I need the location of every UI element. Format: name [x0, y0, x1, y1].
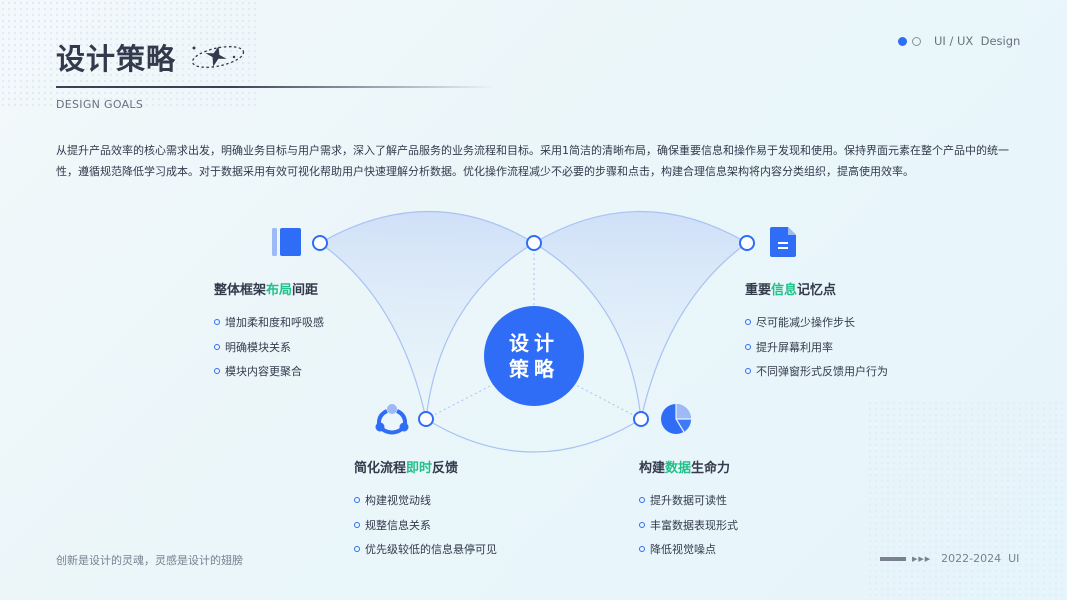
- node: [739, 235, 755, 251]
- node: [633, 411, 649, 427]
- pie-chart-icon: [661, 404, 692, 434]
- node: [312, 235, 328, 251]
- list-item: 提升数据可读性: [639, 488, 738, 513]
- strategy-block-layout: 整体框架布局间距 增加柔和度和呼吸感明确模块关系模块内容更聚合: [214, 279, 324, 384]
- footer-bar: [880, 556, 906, 561]
- block-title: 简化流程即时反馈: [354, 461, 459, 476]
- footer-right: ▶▶▶ 2022-2024 UI: [880, 552, 1019, 565]
- dot-outline-icon: [912, 36, 921, 46]
- header-tag: UI / UX Design: [898, 34, 1020, 48]
- block-title: 构建数据生命力: [639, 461, 731, 476]
- arrows-icon: ▶▶▶: [912, 554, 932, 563]
- block-title: 整体框架布局间距: [214, 283, 319, 298]
- page-title: 设计策略: [56, 42, 177, 76]
- list-item: 尽可能减少操作步长: [745, 310, 888, 335]
- center-text: 策略: [509, 357, 559, 381]
- footer-year: 2022-2024 UI: [941, 552, 1020, 565]
- intro-paragraph: 从提升产品效率的核心需求出发，明确业务目标与用户需求，深入了解产品服务的业务流程…: [56, 144, 1009, 178]
- node: [418, 411, 434, 427]
- list-item: 提升屏幕利用率: [745, 335, 888, 360]
- title-divider: [56, 86, 496, 88]
- block-title: 重要信息记忆点: [745, 283, 837, 298]
- list-item: 模块内容更聚合: [214, 359, 324, 384]
- sparkle-icon: [191, 46, 245, 68]
- list-item: 不同弹窗形式反馈用户行为: [745, 359, 888, 384]
- center-circle: 设计策略: [484, 306, 584, 406]
- footer-slogan: 创新是设计的灵魂，灵感是设计的翅膀: [56, 554, 243, 567]
- strategy-block-info: 重要信息记忆点 尽可能减少操作步长提升屏幕利用率不同弹窗形式反馈用户行为: [745, 279, 888, 384]
- list-item: 规整信息关系: [354, 513, 497, 538]
- center-text: 设计: [509, 331, 559, 355]
- list-item: 明确模块关系: [214, 335, 324, 360]
- node: [526, 235, 542, 251]
- book-icon: [272, 228, 301, 256]
- strategy-block-feedback: 简化流程即时反馈 构建视觉动线规整信息关系优先级较低的信息悬停可见: [354, 457, 497, 562]
- tag-text: UI / UX Design: [934, 34, 1021, 48]
- diagram-nodes: [312, 235, 755, 427]
- list-item: 降低视觉噪点: [639, 537, 738, 562]
- page-subtitle: DESIGN GOALS: [56, 98, 144, 111]
- list-item: 优先级较低的信息悬停可见: [354, 537, 497, 562]
- list-item: 增加柔和度和呼吸感: [214, 310, 324, 335]
- list-item: 构建视觉动线: [354, 488, 497, 513]
- dot-pattern: [867, 400, 1067, 600]
- list-item: 丰富数据表现形式: [639, 513, 738, 538]
- strategy-block-data: 构建数据生命力 提升数据可读性丰富数据表现形式降低视觉噪点: [639, 457, 738, 562]
- dot-filled-icon: [898, 36, 907, 46]
- document-icon: [770, 227, 796, 257]
- team-icon: [375, 404, 409, 435]
